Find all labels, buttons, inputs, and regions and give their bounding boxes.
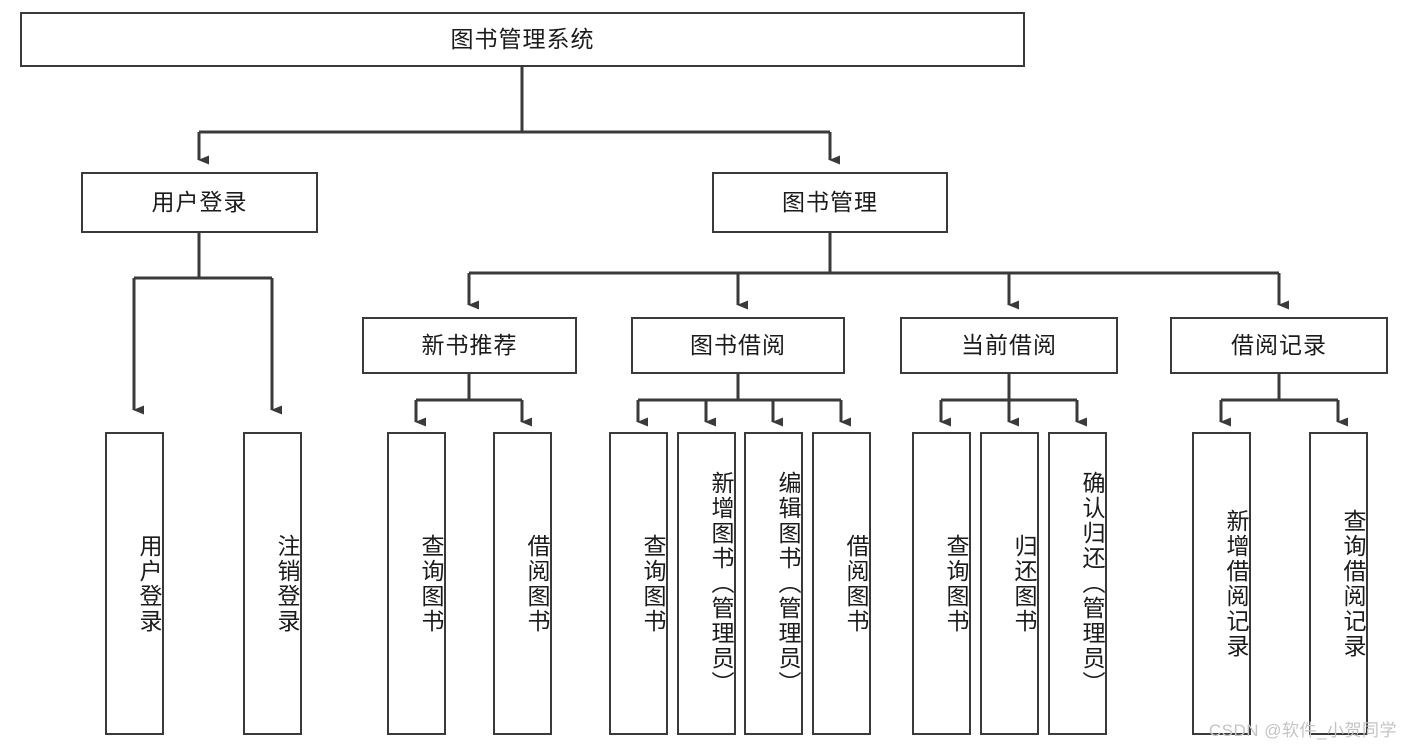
node-book-manage[interactable]: 图书管理	[712, 172, 948, 233]
node-leaf-borrow-book-2[interactable]: 借阅图书	[812, 432, 871, 735]
node-leaf-borrow-book-1-label: 借阅图书	[524, 533, 550, 634]
node-leaf-user-login-label: 用户登录	[136, 533, 162, 634]
node-leaf-query-book-3[interactable]: 查询图书	[912, 432, 971, 735]
node-leaf-query-book-1-label: 查询图书	[418, 533, 444, 634]
node-leaf-return-book-label: 归还图书	[1011, 533, 1037, 634]
node-leaf-confirm-return-label: 确认归还（管理员）	[1079, 471, 1105, 696]
node-leaf-query-book-3-label: 查询图书	[943, 533, 969, 634]
node-new-book-rec-label: 新书推荐	[421, 331, 518, 358]
node-leaf-edit-book-label: 编辑图书（管理员）	[775, 471, 801, 696]
node-leaf-query-book-2-label: 查询图书	[640, 533, 666, 634]
node-leaf-borrow-book-1[interactable]: 借阅图书	[493, 432, 552, 735]
node-leaf-query-book-1[interactable]: 查询图书	[387, 432, 446, 735]
node-leaf-query-record[interactable]: 查询借阅记录	[1309, 432, 1368, 735]
node-current-borrow-label: 当前借阅	[961, 331, 1057, 358]
node-leaf-query-book-2[interactable]: 查询图书	[609, 432, 668, 735]
node-borrow-record-label: 借阅记录	[1231, 331, 1327, 358]
node-leaf-add-book-label: 新增图书（管理员）	[708, 471, 734, 696]
node-book-manage-label: 图书管理	[782, 188, 878, 215]
node-leaf-query-record-label: 查询借阅记录	[1340, 508, 1366, 659]
node-book-borrow[interactable]: 图书借阅	[631, 317, 845, 374]
node-root[interactable]: 图书管理系统	[20, 12, 1025, 67]
node-user-login[interactable]: 用户登录	[81, 172, 318, 233]
node-leaf-add-record-label: 新增借阅记录	[1223, 508, 1249, 659]
node-root-label: 图书管理系统	[450, 25, 595, 52]
node-leaf-confirm-return[interactable]: 确认归还（管理员）	[1048, 432, 1107, 735]
node-borrow-record[interactable]: 借阅记录	[1170, 317, 1388, 374]
node-book-borrow-label: 图书借阅	[690, 331, 786, 358]
node-leaf-logout[interactable]: 注销登录	[243, 432, 302, 735]
node-leaf-add-record[interactable]: 新增借阅记录	[1192, 432, 1251, 735]
node-leaf-add-book[interactable]: 新增图书（管理员）	[677, 432, 736, 735]
csdn-watermark: CSDN @软件_小贺同学	[1208, 721, 1397, 740]
node-leaf-edit-book[interactable]: 编辑图书（管理员）	[744, 432, 803, 735]
node-leaf-return-book[interactable]: 归还图书	[980, 432, 1039, 735]
node-leaf-borrow-book-2-label: 借阅图书	[843, 533, 869, 634]
node-new-book-rec[interactable]: 新书推荐	[362, 317, 577, 374]
node-leaf-user-login[interactable]: 用户登录	[105, 432, 164, 735]
node-user-login-label: 用户登录	[151, 188, 248, 215]
node-leaf-logout-label: 注销登录	[274, 533, 300, 634]
node-current-borrow[interactable]: 当前借阅	[900, 317, 1118, 374]
